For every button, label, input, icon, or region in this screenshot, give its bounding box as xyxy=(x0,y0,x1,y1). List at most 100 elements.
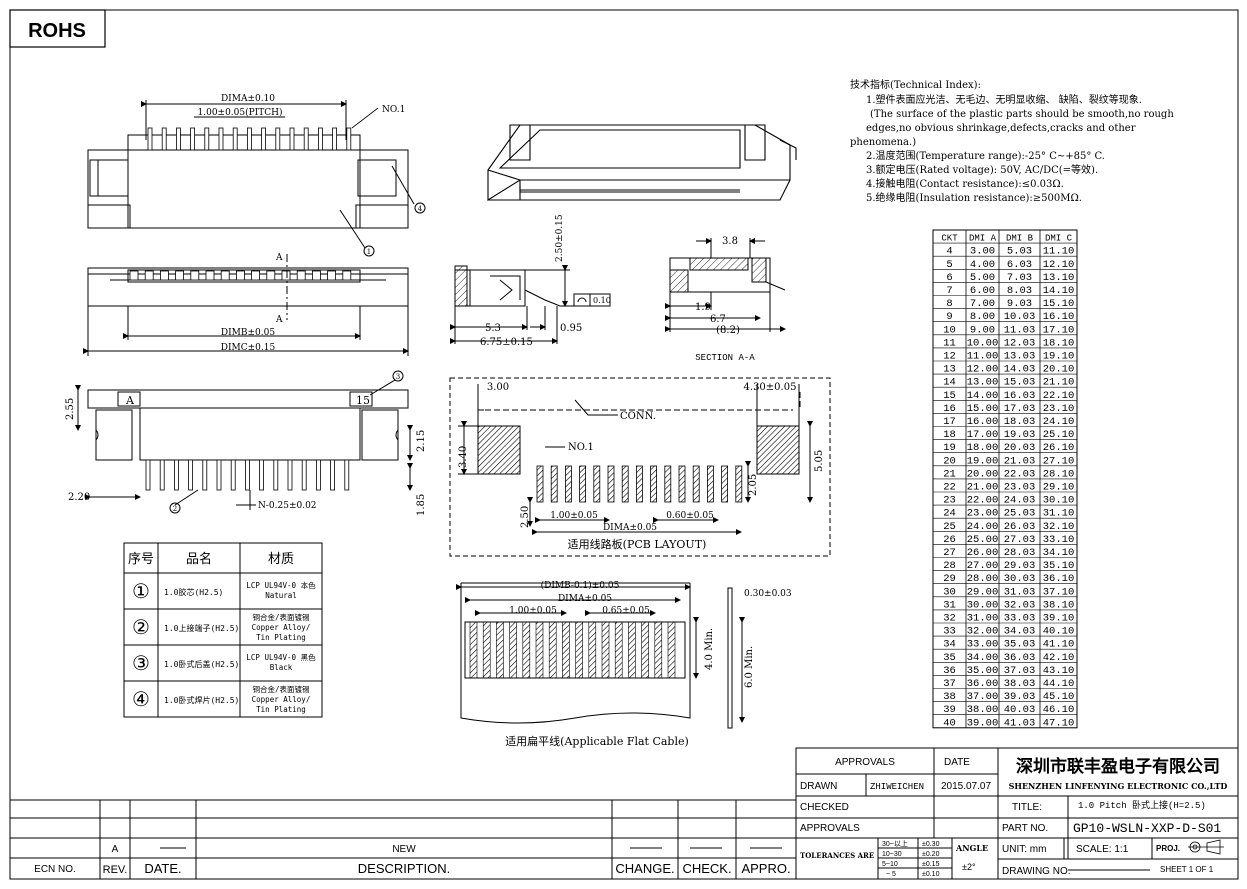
ckt-cell: 14.00 xyxy=(967,390,999,402)
pcb-pad xyxy=(536,465,544,503)
ckt-cell: 28 xyxy=(943,560,956,572)
bom-item-no: ② xyxy=(132,615,150,639)
pcb-pad xyxy=(735,465,743,503)
tech-line: 2.温度范围(Temperature range):-25° C~+85° C. xyxy=(866,149,1105,162)
ckt-cell: 32.03 xyxy=(1004,599,1036,611)
balloon-4 xyxy=(414,202,426,214)
front-label-15: 15 xyxy=(356,394,370,407)
ckt-cell: 39 xyxy=(943,704,956,716)
ckt-cell: 9.00 xyxy=(970,324,995,336)
ckt-cell: 33.03 xyxy=(1004,613,1036,625)
scale-label: SCALE: 1:1 xyxy=(1076,844,1129,855)
ckt-cell: 18.03 xyxy=(1004,416,1036,428)
rev-label: REV. xyxy=(103,864,128,876)
angle-value: ±2° xyxy=(962,862,976,872)
ckt-cell: 10.00 xyxy=(967,337,999,349)
ckt-header-cell: DMI C xyxy=(1045,234,1073,244)
pin xyxy=(315,459,321,491)
rohs-badge: ROHS xyxy=(9,9,106,48)
svg-text:1: 1 xyxy=(367,248,371,256)
bom-item-material: Tin Plating xyxy=(256,705,306,714)
company-name-cn: 深圳市联丰盈电子有限公司 xyxy=(1016,756,1220,776)
ckt-cell: 11.00 xyxy=(967,351,999,363)
pin xyxy=(266,270,276,281)
pin xyxy=(147,127,153,151)
pcb-pad xyxy=(550,465,558,503)
sheet-label: SHEET 1 OF 1 xyxy=(1160,865,1214,874)
ckt-cell: 27.00 xyxy=(967,560,999,572)
pin xyxy=(259,459,265,491)
ckt-cell: 10 xyxy=(943,324,956,336)
cable-conductor xyxy=(601,621,610,679)
tol-range: 10~30 xyxy=(882,851,902,858)
bom-item-material: LCP UL94V-0 本色 xyxy=(246,580,316,590)
ckt-cell: 39.10 xyxy=(1043,613,1075,625)
cable-conductor xyxy=(509,621,517,679)
ckt-cell: 24.10 xyxy=(1043,416,1075,428)
ckt-cell: 26.10 xyxy=(1043,442,1075,454)
projection-icon xyxy=(1188,839,1224,855)
cable-conductor xyxy=(535,621,544,679)
cable-conductor xyxy=(496,621,504,679)
pin xyxy=(317,127,323,151)
ckt-cell: 8 xyxy=(946,298,952,310)
ckt-cell: 38 xyxy=(943,691,956,703)
ckt-cell: 20.03 xyxy=(1004,442,1036,454)
pin xyxy=(261,127,267,151)
pcb-pad xyxy=(678,465,686,503)
dim-front-215: 2.15 xyxy=(416,430,427,452)
cable-conductor xyxy=(628,621,636,679)
bom-item-material: Tin Plating xyxy=(256,633,306,642)
balloon-1 xyxy=(363,245,375,257)
ckt-cell: 36.00 xyxy=(967,678,999,690)
tol-value: ±0.15 xyxy=(922,861,940,868)
dim-side-height: 2.50±0.15 xyxy=(555,214,565,262)
label-pcb-conn: CONN. xyxy=(620,411,656,422)
side-view xyxy=(450,265,611,344)
ckt-cell: 13.03 xyxy=(1004,351,1036,363)
pin xyxy=(144,270,154,281)
ckt-cell: 16 xyxy=(943,403,956,415)
dim-fc-030: 0.30±0.03 xyxy=(744,589,792,599)
tech-line: phenomena.) xyxy=(850,137,916,148)
ckt-cell: 39.00 xyxy=(967,717,999,729)
pcb-layout xyxy=(449,377,831,557)
cable-conductor xyxy=(667,621,676,679)
ckt-cell: 41.03 xyxy=(1004,717,1036,729)
ckt-cell: 17.10 xyxy=(1043,324,1075,336)
bom-item-name: 1.0卧式后盖(H2.5) xyxy=(164,659,239,669)
checked-label: CHECKED xyxy=(800,802,849,813)
section-aa xyxy=(665,238,786,332)
ckt-cell: 6.00 xyxy=(970,285,995,297)
ckt-cell: 32.10 xyxy=(1043,521,1075,533)
ckt-cell: 25 xyxy=(943,521,956,533)
pin xyxy=(235,270,245,281)
ckt-header-cell: DMI B xyxy=(1006,234,1034,244)
tech-line: 1.塑件表面应光洁、无毛边、无明显收缩、 缺陷、裂纹等现象. xyxy=(866,93,1142,106)
ckt-cell: 33 xyxy=(943,626,956,638)
ckt-cell: 20.10 xyxy=(1043,364,1075,376)
pin xyxy=(327,270,337,281)
ckt-cell: 29.10 xyxy=(1043,482,1075,494)
change-label: CHANGE. xyxy=(615,861,674,876)
ckt-cell: 15 xyxy=(943,390,956,402)
ckt-cell: 25.03 xyxy=(1004,508,1036,520)
pin xyxy=(311,270,321,281)
ckt-cell: 12.03 xyxy=(1004,337,1036,349)
description-label: DESCRIPTION. xyxy=(358,861,450,876)
ckt-cell: 28.00 xyxy=(967,573,999,585)
label-pcb-no1: NO.1 xyxy=(568,442,594,453)
ckt-cell: 18.00 xyxy=(967,442,999,454)
bom-item-name: 1.0上接端子(H2.5) xyxy=(164,623,239,633)
ckt-cell: 38.03 xyxy=(1004,678,1036,690)
dim-pcb-100: 1.00±0.05 xyxy=(550,511,598,521)
ckt-cell: 5 xyxy=(946,259,952,271)
ckt-cell: 20.00 xyxy=(967,468,999,480)
dim-sa-19: 1.9 xyxy=(695,302,711,313)
ckt-header-cell: DMI A xyxy=(969,234,997,244)
pin xyxy=(244,459,250,491)
flat-cable-caption: 适用扁平线(Applicable Flat Cable) xyxy=(505,734,689,748)
ckt-cell: 19 xyxy=(943,442,956,454)
dim-front-255: 2.55 xyxy=(65,398,76,420)
bom-item-material: 铜合金/表面镀锡 xyxy=(252,612,310,622)
